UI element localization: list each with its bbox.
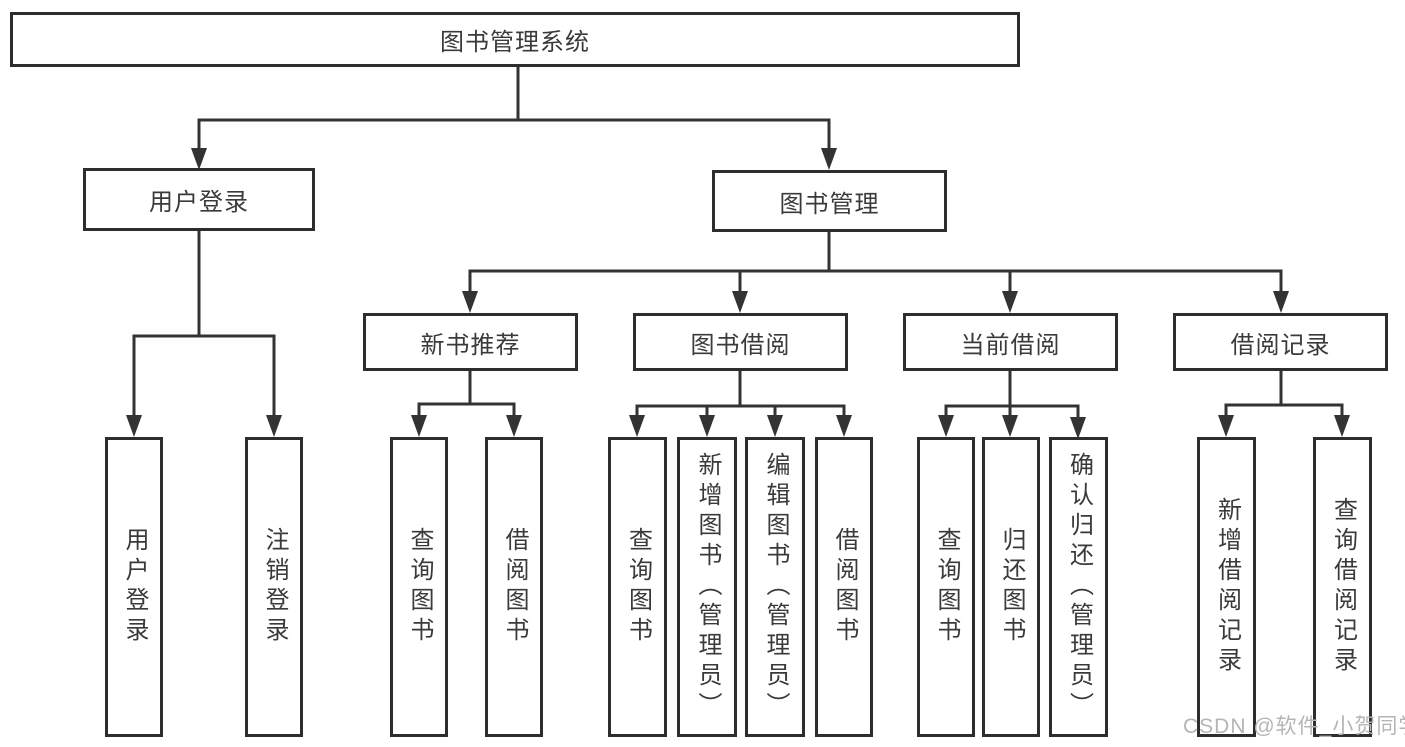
leaf-query-book-recommend: 查询图书 — [390, 437, 448, 737]
node-current-borrow: 当前借阅 — [903, 313, 1118, 371]
leaf-borrow-book-recommend: 借阅图书 — [485, 437, 543, 737]
leaf-logout-label: 注销登录 — [261, 527, 288, 647]
leaf-return-book: 归还图书 — [982, 437, 1040, 737]
leaf-add-borrow-record: 新增借阅记录 — [1197, 437, 1256, 737]
leaf-add-borrow-record-label: 新增借阅记录 — [1213, 497, 1241, 677]
leaf-query-borrow-record: 查询借阅记录 — [1313, 437, 1372, 737]
leaf-borrow-book-label: 借阅图书 — [831, 527, 858, 647]
leaf-query-book-recommend-label: 查询图书 — [406, 527, 433, 647]
leaf-borrow-book: 借阅图书 — [815, 437, 873, 737]
leaf-add-book-admin: 新增图书（管理员） — [677, 437, 737, 737]
leaf-add-book-admin-label: 新增图书（管理员） — [694, 452, 721, 722]
node-root-label: 图书管理系统 — [440, 29, 590, 56]
leaf-user-login-label: 用户登录 — [121, 527, 148, 647]
node-book-borrow: 图书借阅 — [633, 313, 848, 371]
leaf-query-book-current-label: 查询图书 — [933, 527, 960, 647]
node-book-borrow-label: 图书借阅 — [690, 331, 791, 359]
node-new-book-recommend-label: 新书推荐 — [420, 331, 521, 359]
node-root-system: 图书管理系统 — [10, 12, 1020, 67]
leaf-confirm-return-admin: 确认归还（管理员） — [1049, 437, 1108, 737]
node-book-management: 图书管理 — [712, 170, 947, 232]
node-new-book-recommend: 新书推荐 — [363, 313, 578, 371]
node-borrow-records-label: 借阅记录 — [1230, 331, 1331, 359]
leaf-confirm-return-admin-label: 确认归还（管理员） — [1065, 452, 1093, 722]
leaf-edit-book-admin-label: 编辑图书（管理员） — [762, 452, 789, 722]
leaf-edit-book-admin: 编辑图书（管理员） — [745, 437, 805, 737]
leaf-borrow-book-recommend-label: 借阅图书 — [501, 527, 528, 647]
node-borrow-records: 借阅记录 — [1173, 313, 1388, 371]
leaf-return-book-label: 归还图书 — [998, 527, 1025, 647]
node-current-borrow-label: 当前借阅 — [960, 331, 1061, 359]
node-user-login-label: 用户登录 — [149, 189, 249, 216]
leaf-user-login: 用户登录 — [105, 437, 163, 737]
node-book-management-label: 图书管理 — [779, 190, 880, 218]
leaf-query-book-borrow-label: 查询图书 — [624, 527, 652, 647]
leaf-logout: 注销登录 — [245, 437, 303, 737]
leaf-query-borrow-record-label: 查询借阅记录 — [1329, 497, 1357, 677]
node-user-login: 用户登录 — [83, 168, 315, 231]
leaf-query-book-current: 查询图书 — [917, 437, 975, 737]
csdn-watermark: CSDN @软件_小贺同学 — [1183, 715, 1405, 738]
leaf-query-book-borrow: 查询图书 — [608, 437, 667, 737]
